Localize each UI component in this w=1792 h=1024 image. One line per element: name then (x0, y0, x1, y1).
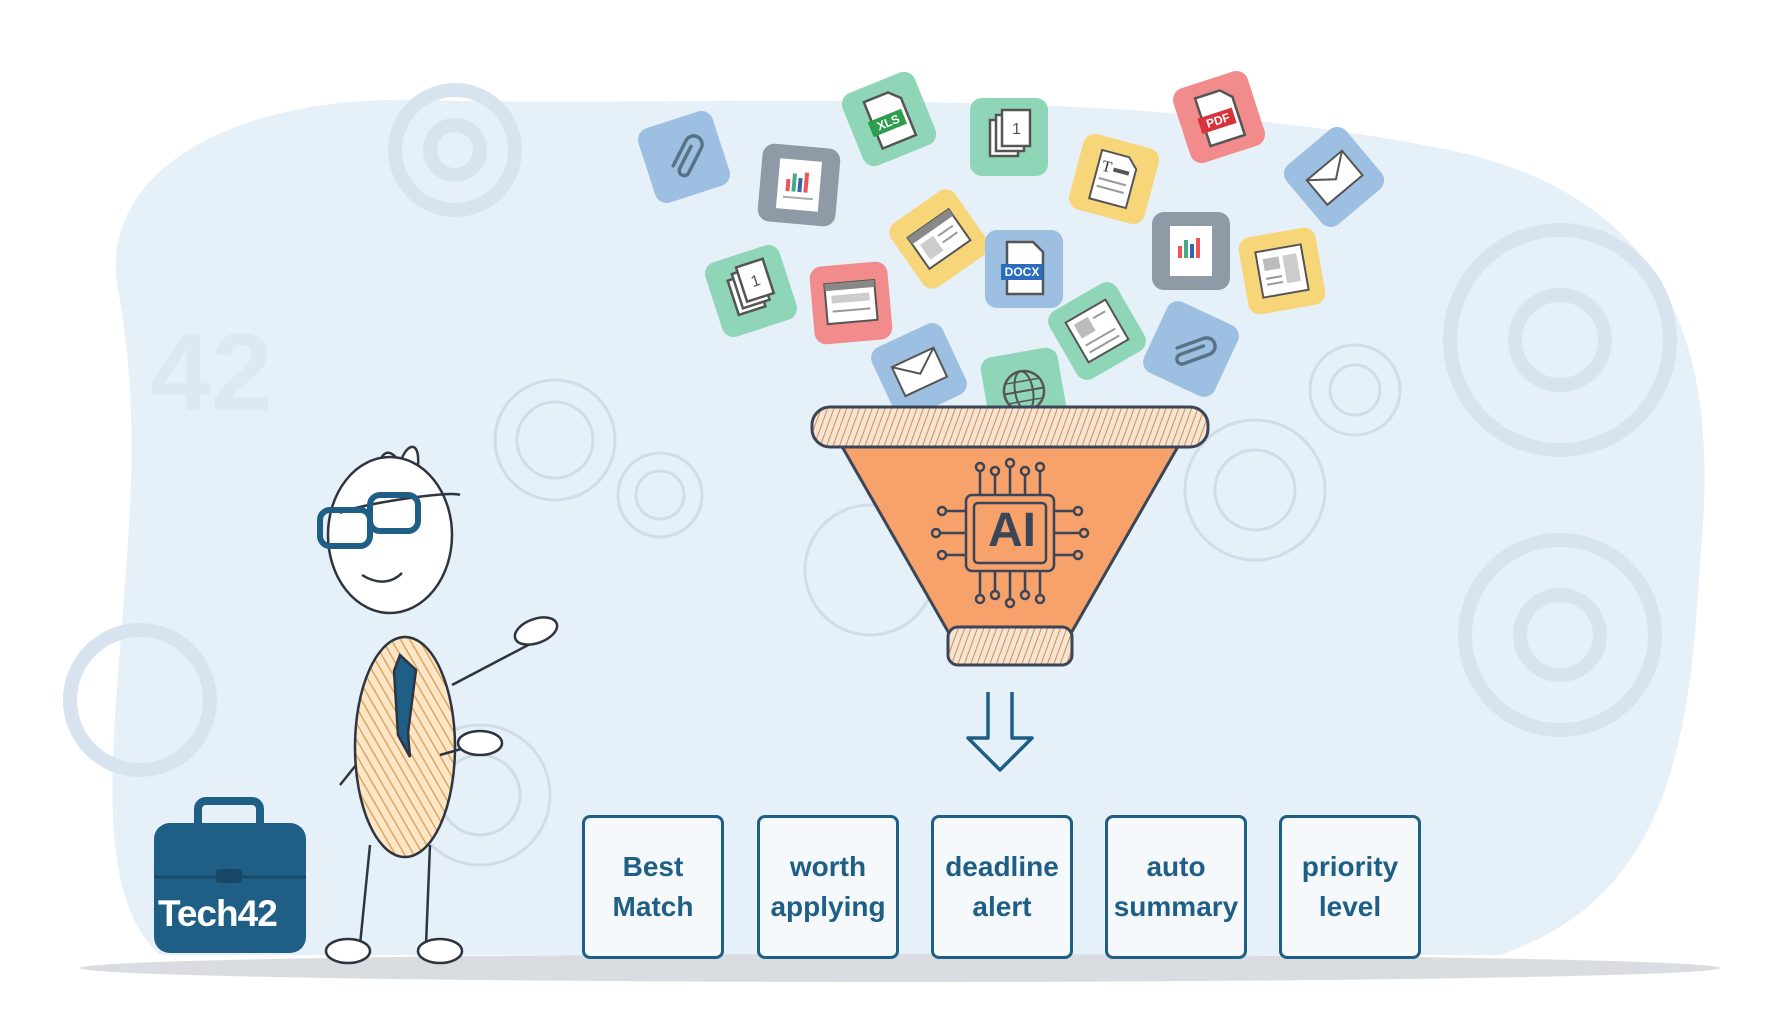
copies-tile: 1 (970, 98, 1048, 176)
feature-card-line1: deadline (945, 851, 1059, 882)
text-doc-tile: T (1066, 131, 1162, 227)
web-page-tile (808, 260, 894, 346)
docx-label: DOCX (1004, 265, 1040, 279)
feature-card-line1: priority (1301, 851, 1399, 882)
xls-file-tile: XLS (838, 68, 940, 170)
feature-card-deadline-alert: deadline alert (931, 815, 1073, 959)
chart-doc-tile (756, 142, 842, 228)
feature-card-line1: Best (622, 851, 684, 882)
pdf-file-tile: PDF (1169, 67, 1269, 167)
tech42-brand-label: Tech42 (158, 893, 278, 934)
ai-funnel (810, 405, 1210, 667)
feature-card-line2: summary (1113, 891, 1239, 922)
email-tile (1279, 122, 1389, 232)
svg-text:1: 1 (1012, 121, 1021, 138)
browser-window-tile (884, 184, 994, 294)
copies-tile: 1 (701, 241, 801, 341)
circuit-chip-icon (930, 457, 1090, 609)
newspaper-tile (1043, 277, 1151, 385)
feature-card-best-match: Best Match (582, 815, 724, 959)
email-tile (867, 319, 971, 423)
layout-doc-tile (1236, 225, 1328, 317)
paperclip-tile (1139, 297, 1243, 401)
feature-card-line2: Match (612, 891, 694, 922)
svg-text:T: T (1100, 158, 1114, 177)
ai-label: AI (988, 504, 1036, 557)
svg-text:42: 42 (150, 311, 272, 434)
feature-card-line2: alert (972, 891, 1032, 922)
feature-card-line1: worth (789, 851, 867, 882)
briefcase-icon (154, 797, 306, 953)
docx-file-tile: DOCX (985, 230, 1063, 308)
chart-doc-tile (1152, 212, 1230, 290)
feature-card-line1: auto (1146, 851, 1206, 882)
down-arrow-icon (966, 692, 1034, 772)
feature-card-line2: applying (770, 891, 886, 922)
feature-card-priority-level: priority level (1279, 815, 1421, 959)
gear-decoration (63, 83, 1677, 777)
feature-card-line2: level (1318, 891, 1382, 922)
feature-card-auto-summary: auto summary (1105, 815, 1247, 959)
feature-card-worth-applying: worth applying (757, 815, 899, 959)
paperclip-tile (634, 107, 734, 207)
businessman-character (317, 445, 559, 965)
